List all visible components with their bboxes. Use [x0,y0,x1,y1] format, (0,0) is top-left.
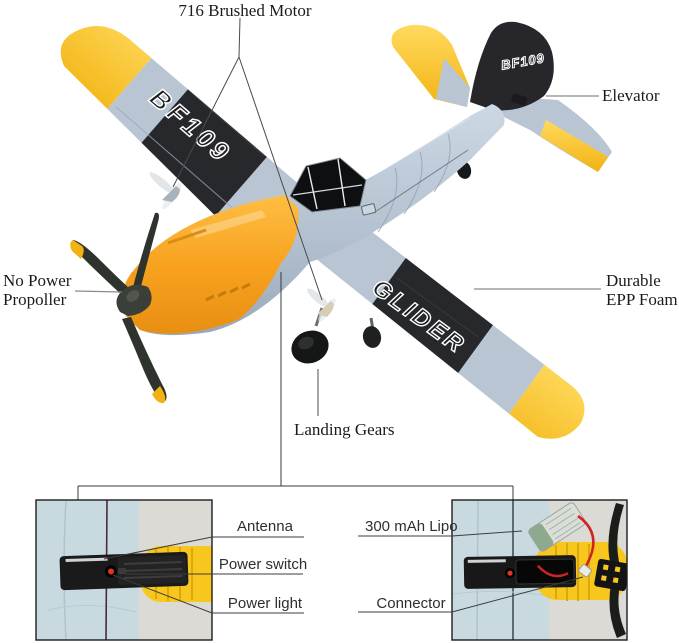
label-antenna: Antenna [237,518,293,535]
canopy [289,157,367,213]
callout-line-propeller [74,290,123,293]
right-stabilizer-tip [540,120,608,172]
label-brushed-motor: 716 Brushed Motor [178,1,312,20]
battery-hatch-closed [59,551,189,591]
inset-callout-lines [103,530,584,614]
label-epp-line2: EPP Foam [606,290,678,309]
battery-connector [578,564,592,578]
left-wing-motor [149,172,182,210]
line-lipo [358,530,523,537]
elevator-horn [511,93,528,106]
label-landing-gears: Landing Gears [294,420,395,439]
label-epp-foam: Durable EPP Foam [606,271,678,309]
power-switch-lever [117,567,127,575]
right-wing-motor [306,288,336,322]
power-light-led [108,568,115,575]
label-epp-line1: Durable [606,271,661,290]
label-power-light: Power light [227,595,303,612]
callout-line-motor [172,17,323,301]
fuselage-latch [361,203,377,216]
label-power-switch: Power switch [218,556,308,573]
battery-wire-inner [536,564,569,578]
inset-photo-left [35,499,213,641]
inset-prop-blade-upper [608,503,624,566]
nose-cowl [122,195,299,334]
battery-hatch-open [463,555,577,589]
cowl-vents [205,282,251,302]
elevator-pushrod [374,149,469,213]
landing-gear [291,307,382,364]
lipo-battery [528,502,586,552]
inset-photo-right [451,499,628,641]
line-antenna [103,536,304,560]
label-no-power-line1: No Power [3,271,72,290]
tail: BF109 [391,21,612,179]
label-lipo: 300 mAh Lipo [365,518,458,535]
tail-fin [470,21,554,111]
label-elevator: Elevator [602,86,660,105]
label-no-power-line2: Propoller [3,290,67,309]
callout-lines [74,17,601,500]
inset-prop-blade-lower [609,584,626,638]
propeller [70,212,167,404]
fuselage [122,104,505,336]
callout-line-insets-fork [77,272,514,500]
line-connector [358,576,584,613]
inset-prop-mount [594,558,627,592]
label-no-power-propeller: No Power Propoller [3,271,71,309]
label-connector: Connector [376,595,446,612]
line-power-light [112,574,304,614]
left-stabilizer-inner [436,58,470,107]
